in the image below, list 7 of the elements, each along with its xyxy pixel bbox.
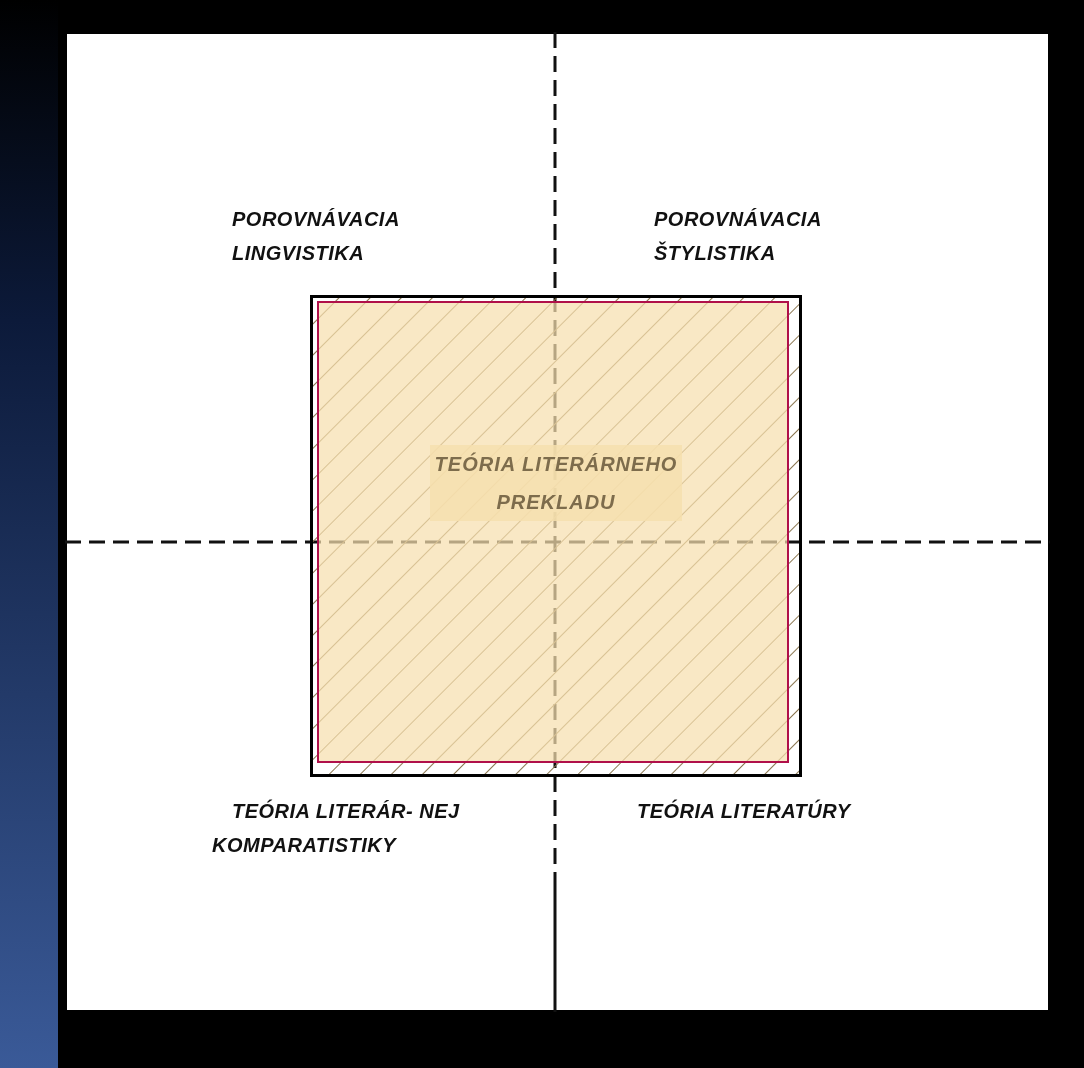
diagram-frame (65, 32, 1050, 1012)
hatched-square (310, 295, 802, 777)
center-label: TEÓRIA LITERÁRNEHO PREKLADU (430, 445, 682, 521)
quadrant-label: TEÓRIA LITERATÚRY (637, 798, 853, 824)
quadrant-label: TEÓRIA LITERÁR- NEJ KOMPARATISTIKY (212, 798, 461, 858)
quadrant-label: POROVNÁVACIA ŠTYLISTIKA (654, 207, 823, 266)
quadrant-label: POROVNÁVACIA LINGVISTIKA (232, 207, 401, 266)
